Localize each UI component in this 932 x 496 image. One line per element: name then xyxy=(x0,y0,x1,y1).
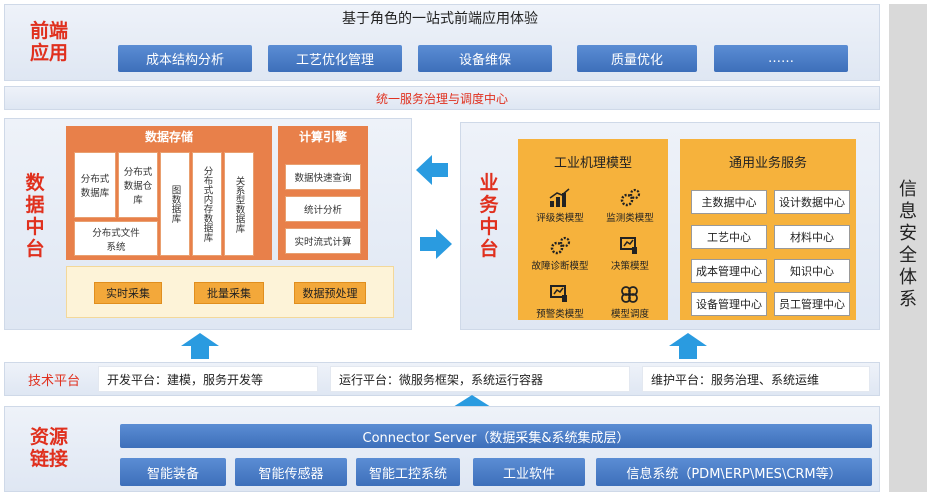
data-preprocess-button[interactable]: 数据预处理 xyxy=(294,282,366,304)
resource-industrial-software[interactable]: 工业软件 xyxy=(473,458,585,486)
model-decision-label: 决策模型 xyxy=(610,261,649,272)
security-panel xyxy=(889,4,927,492)
model-decision: 决策模型 xyxy=(598,236,662,272)
security-label: 信 息 安 全 体 系 xyxy=(889,170,927,320)
resource-smart-sensors[interactable]: 智能传感器 xyxy=(235,458,347,486)
realtime-collect-button[interactable]: 实时采集 xyxy=(94,282,162,304)
storage-graph-db: 图数据库 xyxy=(160,152,190,256)
tech-dev-platform: 开发平台：建模，服务开发等 xyxy=(98,366,318,392)
model-monitoring: 监测类模型 xyxy=(598,188,662,224)
frontend-label-line1: 前端 xyxy=(29,20,68,42)
data-platform-label: 数 据 中 台 xyxy=(18,168,52,264)
service-knowledge[interactable]: 知识中心 xyxy=(774,259,850,283)
common-services-title: 通用业务服务 xyxy=(728,156,807,171)
model-rating: 评级类模型 xyxy=(528,188,592,224)
business-platform-label-char-3: 中 xyxy=(479,216,499,238)
gears-icon xyxy=(550,236,571,255)
storage-distributed-warehouse: 分布式数据仓库 xyxy=(118,152,158,218)
model-fault-diagnosis-label: 故障诊断模型 xyxy=(531,261,589,272)
app-equipment-maintenance-button[interactable]: 设备维保 xyxy=(418,45,552,72)
data-platform-label-char-2: 据 xyxy=(25,194,45,216)
resource-information-systems[interactable]: 信息系统（PDM\ERP\MES\CRM等） xyxy=(596,458,872,486)
app-cost-analysis-button[interactable]: 成本结构分析 xyxy=(118,45,252,72)
storage-distributed-db: 分布式数据库 xyxy=(74,152,116,218)
service-staff-management[interactable]: 员工管理中心 xyxy=(774,292,850,316)
arrow-left-icon xyxy=(416,155,448,185)
business-platform-label-char-1: 业 xyxy=(479,172,499,194)
frontend-title: 基于角色的一站式前端应用体验 xyxy=(342,11,538,27)
model-scheduling: 模型调度 xyxy=(598,284,662,320)
security-label-char-2: 息 xyxy=(899,201,917,222)
resource-label: 资源 链接 xyxy=(14,420,84,476)
service-master-data[interactable]: 主数据中心 xyxy=(691,190,767,214)
service-design-data[interactable]: 设计数据中心 xyxy=(774,190,850,214)
business-platform-label: 业 务 中 台 xyxy=(472,168,506,264)
security-label-char-3: 安 xyxy=(899,223,917,244)
app-quality-optimization-button[interactable]: 质量优化 xyxy=(577,45,697,72)
compute-streaming: 实时流式计算 xyxy=(285,228,361,254)
security-label-char-6: 系 xyxy=(899,289,917,310)
decision-icon xyxy=(620,237,637,254)
model-monitoring-label: 监测类模型 xyxy=(606,213,654,224)
business-platform-label-char-4: 台 xyxy=(479,238,499,260)
compute-engine-title: 计算引擎 xyxy=(298,130,347,144)
business-platform-label-char-2: 务 xyxy=(479,194,499,216)
compute-fast-query: 数据快速查询 xyxy=(285,164,361,190)
arrow-up-icon xyxy=(181,333,219,359)
model-scheduling-label: 模型调度 xyxy=(610,309,649,320)
data-platform-label-char-4: 台 xyxy=(25,238,45,260)
security-label-char-5: 体 xyxy=(899,267,917,288)
connector-server-bar[interactable]: Connector Server（数据采集&系统集成层） xyxy=(120,424,872,448)
tech-maintenance-platform: 维护平台：服务治理、系统运维 xyxy=(642,366,870,392)
tech-runtime-platform: 运行平台：微服务框架，系统运行容器 xyxy=(330,366,630,392)
security-label-char-1: 信 xyxy=(899,179,917,200)
resource-label-line2: 链接 xyxy=(29,448,68,470)
data-storage-title: 数据存储 xyxy=(144,130,193,144)
data-platform-label-char-1: 数 xyxy=(25,172,45,194)
bar-chart-icon xyxy=(549,188,570,207)
app-more-button[interactable]: …… xyxy=(714,45,848,72)
service-governance-panel xyxy=(4,86,880,110)
industrial-models-block xyxy=(518,139,668,320)
resource-smart-equipment[interactable]: 智能装备 xyxy=(120,458,226,486)
data-platform-label-char-3: 中 xyxy=(25,216,45,238)
frontend-label-line2: 应用 xyxy=(29,42,68,64)
service-governance-label: 统一服务治理与调度中心 xyxy=(375,91,508,106)
batch-collect-button[interactable]: 批量采集 xyxy=(194,282,264,304)
service-equipment-management[interactable]: 设备管理中心 xyxy=(691,292,767,316)
tech-platform-label: 技术平台 xyxy=(27,373,80,389)
warning-screen-icon xyxy=(550,285,567,302)
storage-distributed-fs: 分布式文件系统 xyxy=(74,221,158,256)
storage-relational-db: 关系型数据库 xyxy=(224,152,254,256)
frontend-label: 前端 应用 xyxy=(14,14,84,70)
gears-icon xyxy=(620,188,641,207)
cloud-network-icon xyxy=(621,286,638,303)
resource-label-line1: 资源 xyxy=(29,426,68,448)
service-process[interactable]: 工艺中心 xyxy=(691,225,767,249)
storage-memory-db: 分布式内存数据库 xyxy=(192,152,222,256)
compute-statistics: 统计分析 xyxy=(285,196,361,222)
model-fault-diagnosis: 故障诊断模型 xyxy=(526,236,594,272)
resource-industrial-control[interactable]: 智能工控系统 xyxy=(356,458,460,486)
app-process-optimization-button[interactable]: 工艺优化管理 xyxy=(268,45,402,72)
security-label-char-4: 全 xyxy=(899,245,917,266)
model-warning-label: 预警类模型 xyxy=(536,309,584,320)
service-cost-management[interactable]: 成本管理中心 xyxy=(691,259,767,283)
arrow-right-icon xyxy=(420,229,452,259)
model-rating-label: 评级类模型 xyxy=(536,213,584,224)
service-materials[interactable]: 材料中心 xyxy=(774,225,850,249)
arrow-up-icon xyxy=(669,333,707,359)
model-warning: 预警类模型 xyxy=(528,284,592,320)
industrial-models-title: 工业机理模型 xyxy=(553,156,632,171)
